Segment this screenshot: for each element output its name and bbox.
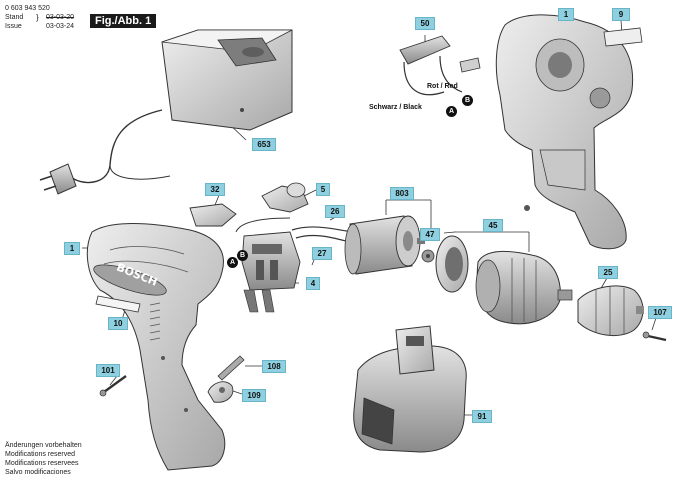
housing-half-left: BOSCH <box>86 223 226 471</box>
part-tag-803: 803 <box>390 187 414 200</box>
screwdriver-bit-108 <box>217 355 245 381</box>
part-tag-45: 45 <box>483 219 503 232</box>
charger-653 <box>39 29 293 195</box>
pinion-47 <box>421 249 435 263</box>
part-tag-50: 50 <box>415 17 435 30</box>
motor-803 <box>344 215 425 275</box>
marker-a-top: A <box>446 106 457 117</box>
stand-label: Stand <box>5 14 24 21</box>
part-tag-26: 26 <box>325 205 345 218</box>
gearbox-45 <box>475 250 573 325</box>
part-tag-107: 107 <box>648 306 672 319</box>
wires-26-27 <box>291 226 353 243</box>
leader-lines <box>82 15 657 416</box>
gear-ring <box>435 235 469 293</box>
battery-pack-91 <box>353 325 467 453</box>
marker-b-top: B <box>462 95 473 106</box>
issue-label: Issue <box>5 23 22 30</box>
screw-101 <box>99 375 127 397</box>
new-date: 03-03-24 <box>46 23 75 30</box>
part-tag-653: 653 <box>252 138 276 151</box>
old-date: 03-03-20 <box>46 14 75 21</box>
part-tag-109: 109 <box>242 389 266 402</box>
wire-label-black: Schwarz / Black <box>369 104 422 111</box>
screw-107 <box>642 331 667 342</box>
belt-clip-109 <box>207 381 234 403</box>
switch-4 <box>235 217 301 313</box>
part-tag-101: 101 <box>96 364 120 377</box>
part-tag-91: 91 <box>472 410 492 423</box>
chuck-25 <box>577 285 644 336</box>
part-tag-25: 25 <box>598 266 618 279</box>
contact-bracket-50 <box>399 35 481 96</box>
note-es: Salvo modificaciones <box>5 469 71 476</box>
switch-knob-5 <box>261 182 309 213</box>
part-tag-1-top: 1 <box>558 8 574 21</box>
part-tag-4: 4 <box>306 277 320 290</box>
housing-half-right <box>495 14 643 250</box>
marker-a-switch: A <box>227 257 238 268</box>
note-en: Modifications reserved <box>5 451 76 458</box>
part-tag-5: 5 <box>316 183 330 196</box>
note-fr: Modifications reservees <box>5 460 79 467</box>
part-tag-9: 9 <box>612 8 630 21</box>
part-tag-108: 108 <box>262 360 286 373</box>
figure-label: Fig./Abb. 1 <box>90 14 157 28</box>
part-tag-10: 10 <box>108 317 128 330</box>
part-tag-32: 32 <box>205 183 225 196</box>
part-tag-47: 47 <box>420 228 440 241</box>
part-tag-27: 27 <box>312 247 332 260</box>
note-de: Änderungen vorbehalten <box>5 442 82 449</box>
cap-32 <box>189 203 237 227</box>
part-tag-1-left: 1 <box>64 242 80 255</box>
brace-glyph: } <box>36 13 39 22</box>
modification-notes: Änderungen vorbehalten Modifications res… <box>5 441 82 477</box>
wire-label-red: Rot / Red <box>427 83 458 90</box>
marker-b-switch: B <box>237 250 248 261</box>
doc-number: 0 603 943 520 <box>5 5 50 12</box>
